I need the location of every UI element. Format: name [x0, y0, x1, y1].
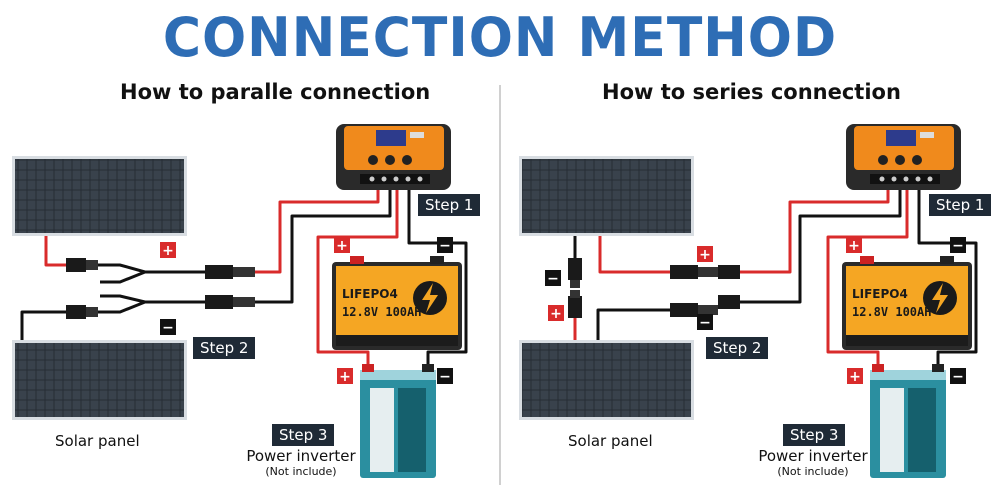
plus-badge: +: [550, 306, 562, 322]
series-heading: How to series connection: [602, 80, 901, 104]
parallel-step-1: Step 1: [418, 194, 481, 216]
series-step-2: Step 2: [706, 337, 769, 359]
charge-controller-icon: [336, 124, 451, 190]
parallel-heading: How to paralle connection: [120, 80, 431, 104]
mc4-connector-series: [568, 258, 740, 318]
parallel-step-2: Step 2: [193, 337, 256, 359]
section-divider: [499, 85, 501, 485]
parallel-step-3: Step 3: [272, 424, 335, 446]
battery-brand: LIFEPO4: [852, 287, 908, 301]
minus-badge: −: [952, 369, 964, 385]
series-solar-label: Solar panel: [568, 432, 653, 450]
battery-icon: LIFEPO4 12.8V 100AH: [842, 256, 972, 350]
minus-badge: −: [699, 315, 711, 331]
charge-controller-icon: [846, 124, 961, 190]
plus-badge: +: [699, 247, 711, 263]
inverter-note: (Not include): [777, 465, 849, 478]
solar-panel-icon: [519, 156, 694, 236]
series-step-1: Step 1: [929, 194, 992, 216]
power-inverter-icon: [870, 364, 946, 478]
battery-brand: LIFEPO4: [342, 287, 398, 301]
parallel-solar-label: Solar panel: [55, 432, 140, 450]
minus-badge: −: [162, 320, 174, 336]
inverter-name: Power inverter: [758, 447, 868, 465]
battery-rating: 12.8V 100AH: [852, 305, 931, 319]
plus-badge: +: [162, 243, 174, 259]
minus-badge: −: [439, 369, 451, 385]
parallel-inverter-label: Power inverter (Not include): [245, 449, 357, 479]
power-inverter-icon: [360, 364, 436, 478]
page-title: CONNECTION METHOD: [162, 6, 838, 70]
mc4-y-connector-parallel: [66, 258, 255, 319]
series-diagram: LIFEPO4 12.8V 100AH − + + − + − + −: [519, 124, 978, 478]
plus-badge: +: [848, 238, 860, 254]
plus-badge: +: [336, 238, 348, 254]
battery-rating: 12.8V 100AH: [342, 305, 421, 319]
series-inverter-label: Power inverter (Not include): [757, 449, 869, 479]
minus-badge: −: [547, 271, 559, 287]
inverter-name: Power inverter: [246, 447, 356, 465]
minus-badge: −: [952, 238, 964, 254]
solar-panel-icon: [12, 340, 187, 420]
solar-panel-icon: [519, 340, 694, 420]
battery-icon: LIFEPO4 12.8V 100AH: [332, 256, 462, 350]
solar-panel-icon: [12, 156, 187, 236]
inverter-note: (Not include): [265, 465, 337, 478]
plus-badge: +: [339, 369, 351, 385]
plus-badge: +: [849, 369, 861, 385]
parallel-diagram: LIFEPO4 12.8V 100AH + − + − + −: [12, 124, 468, 478]
minus-badge: −: [439, 238, 451, 254]
series-step-3: Step 3: [783, 424, 846, 446]
